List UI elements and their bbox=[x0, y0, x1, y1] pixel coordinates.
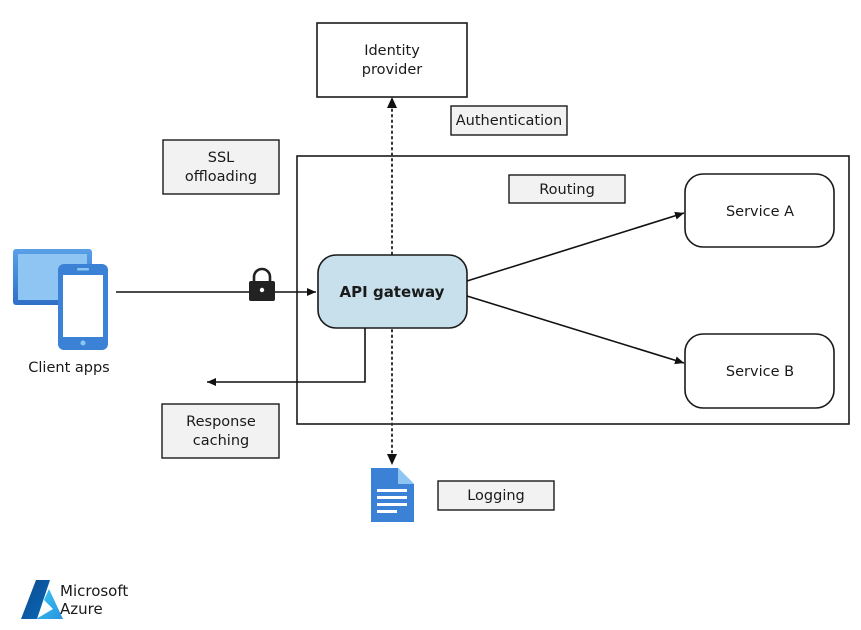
ssl-offloading-text-line2: offloading bbox=[185, 169, 257, 185]
service-b-node: Service B bbox=[684, 333, 835, 409]
logging-arrowhead bbox=[387, 454, 397, 465]
service-a-node: Service A bbox=[684, 173, 835, 248]
authentication-text: Authentication bbox=[456, 113, 562, 129]
response-caching-text-line2: caching bbox=[193, 433, 249, 449]
routing-label: Routing bbox=[508, 174, 626, 204]
document-icon bbox=[371, 468, 414, 522]
service-a-label: Service A bbox=[726, 204, 794, 220]
client-apps-label: Client apps bbox=[28, 360, 109, 376]
response-caching-label: Response caching bbox=[161, 403, 280, 459]
response-caching-connector bbox=[207, 328, 366, 386]
routing-text: Routing bbox=[539, 182, 595, 198]
lock-icon bbox=[249, 267, 275, 301]
api-gateway-label: API gateway bbox=[340, 283, 445, 301]
service-b-label: Service B bbox=[726, 364, 794, 380]
logo-text-line2: Azure bbox=[60, 600, 103, 618]
ssl-offloading-text-line1: SSL bbox=[208, 150, 235, 166]
logging-label: Logging bbox=[437, 480, 555, 511]
identity-provider-label-line2: provider bbox=[362, 62, 422, 78]
gateway-to-service-b-connector bbox=[466, 295, 685, 365]
azure-logo-icon bbox=[21, 580, 63, 619]
authentication-label: Authentication bbox=[450, 105, 568, 136]
identity-provider-label-line1: Identity bbox=[364, 43, 420, 59]
ssl-offloading-label: SSL offloading bbox=[162, 139, 280, 195]
response-caching-text-line1: Response bbox=[186, 414, 256, 430]
logging-text: Logging bbox=[467, 488, 525, 504]
identity-provider-node: Identity provider bbox=[316, 22, 468, 98]
gateway-to-service-a-connector bbox=[466, 211, 685, 282]
auth-arrowhead bbox=[387, 97, 397, 108]
client-devices-icon bbox=[13, 249, 108, 350]
api-gateway-node: API gateway bbox=[317, 254, 468, 329]
logo-text-line1: Microsoft bbox=[60, 582, 128, 600]
